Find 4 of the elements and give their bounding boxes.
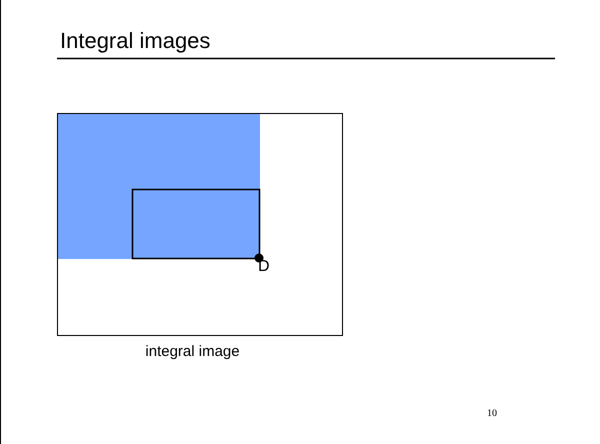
slide-title: Integral images — [60, 28, 210, 54]
image-frame — [57, 113, 343, 336]
page-number: 10 — [487, 408, 497, 419]
image-caption: integral image — [145, 343, 240, 360]
